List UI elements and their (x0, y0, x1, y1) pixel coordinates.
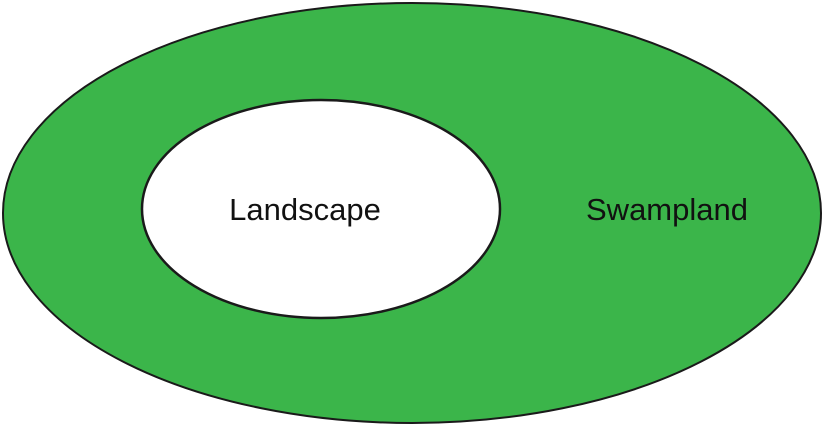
inner-set-ellipse (140, 98, 502, 320)
inner-set-label: Landscape (229, 192, 381, 227)
outer-set-label: Swampland (586, 192, 748, 227)
